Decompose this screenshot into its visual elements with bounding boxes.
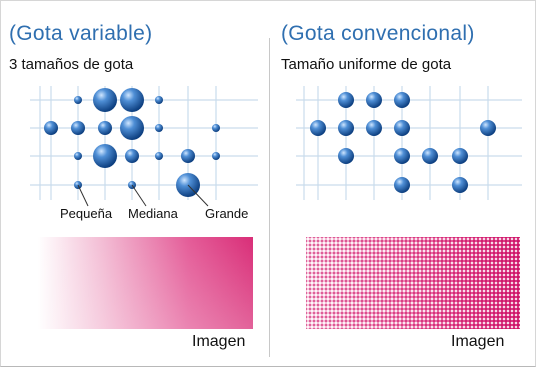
size-pointer-line bbox=[131, 184, 147, 207]
droplet-uniform bbox=[338, 92, 354, 108]
droplet-uniform bbox=[452, 148, 468, 164]
droplet-uniform bbox=[366, 92, 382, 108]
variable-drop-title: (Gota variable) bbox=[9, 22, 153, 45]
size-pointer-line bbox=[187, 184, 209, 207]
variable-drop-caption: Imagen bbox=[192, 333, 246, 350]
droplet-small bbox=[155, 96, 163, 104]
droplet-uniform bbox=[480, 120, 496, 136]
droplet-medium bbox=[98, 121, 112, 135]
label-small: Pequeña bbox=[60, 206, 113, 221]
droplet-medium bbox=[181, 149, 195, 163]
droplet-uniform bbox=[394, 92, 410, 108]
droplet-uniform bbox=[452, 177, 468, 193]
droplet-uniform bbox=[394, 120, 410, 136]
droplet-uniform bbox=[366, 120, 382, 136]
droplet-large bbox=[93, 88, 117, 112]
droplet-uniform bbox=[310, 120, 326, 136]
droplet-small bbox=[74, 96, 82, 104]
droplet-large bbox=[120, 116, 144, 140]
droplet-medium bbox=[71, 121, 85, 135]
variable-drop-subtitle: 3 tamaños de gota bbox=[9, 56, 134, 73]
droplet-medium bbox=[44, 121, 58, 135]
droplet-uniform bbox=[338, 148, 354, 164]
variable-drop-panel: (Gota variable) 3 tamaños de gota Pequeñ… bbox=[9, 22, 258, 350]
droplet-large bbox=[93, 144, 117, 168]
droplet-large bbox=[120, 88, 144, 112]
droplet-small bbox=[212, 152, 220, 160]
conventional-drop-image-sample bbox=[306, 237, 520, 329]
droplet-uniform bbox=[394, 148, 410, 164]
label-medium: Mediana bbox=[128, 206, 178, 221]
variable-drop-dot-grid bbox=[30, 86, 258, 207]
variable-drop-image-sample bbox=[38, 237, 253, 329]
conventional-drop-panel: (Gota convencional) Tamaño uniforme de g… bbox=[270, 0, 536, 367]
droplet-small bbox=[155, 152, 163, 160]
conventional-drop-subtitle: Tamaño uniforme de gota bbox=[281, 56, 452, 73]
droplet-uniform bbox=[338, 120, 354, 136]
conventional-drop-dot-grid bbox=[296, 86, 522, 200]
droplet-small bbox=[155, 124, 163, 132]
conventional-drop-caption: Imagen bbox=[451, 333, 505, 350]
panel-divider bbox=[269, 38, 270, 357]
size-pointer-line bbox=[77, 184, 89, 207]
droplet-uniform bbox=[422, 148, 438, 164]
droplet-small bbox=[74, 152, 82, 160]
droplet-medium bbox=[125, 149, 139, 163]
conventional-drop-title: (Gota convencional) bbox=[281, 22, 475, 45]
label-large: Grande bbox=[205, 206, 249, 221]
droplet-small bbox=[212, 124, 220, 132]
droplet-uniform bbox=[394, 177, 410, 193]
